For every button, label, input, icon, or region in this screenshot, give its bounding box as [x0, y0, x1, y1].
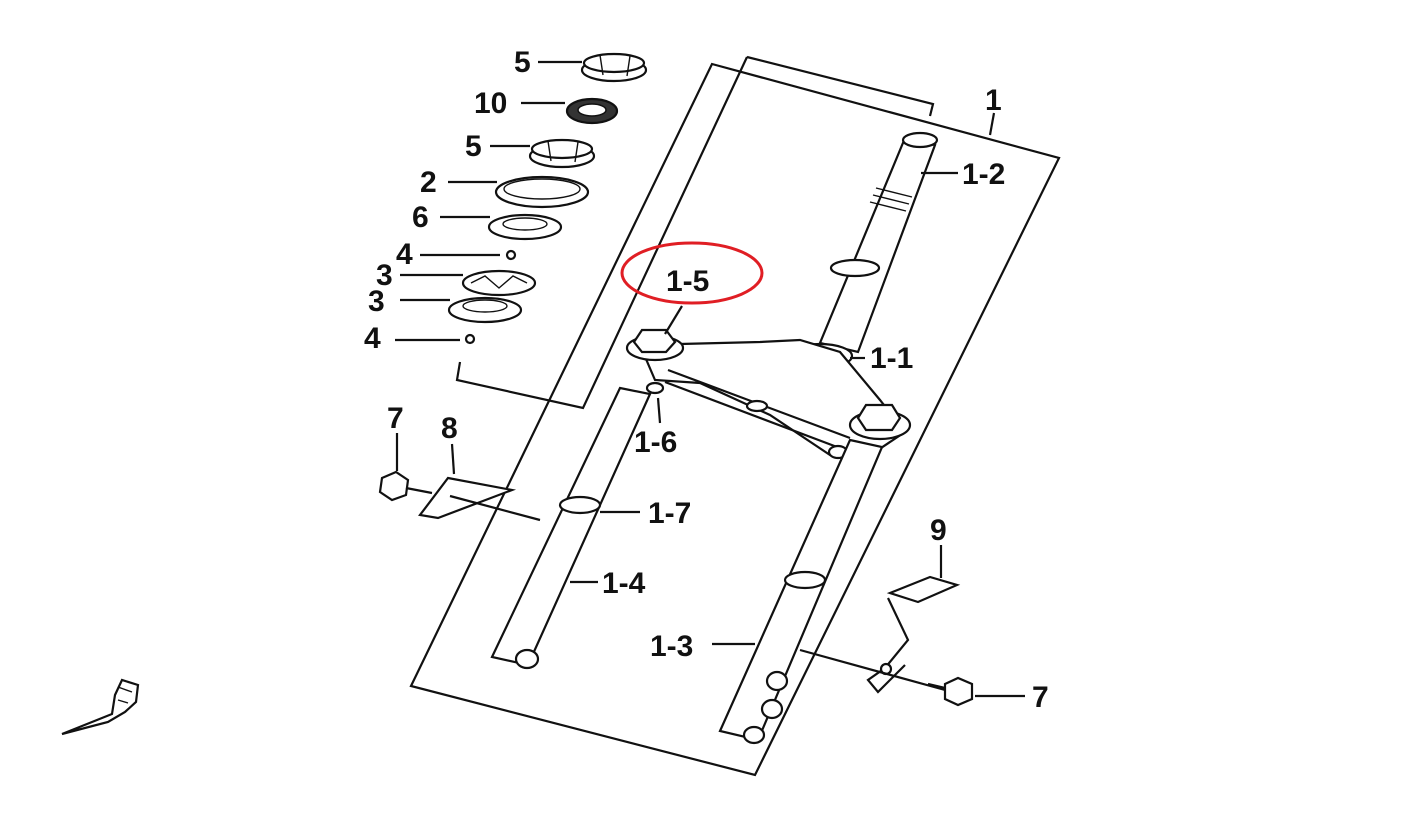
reflector-9 [886, 575, 961, 604]
bolt-7-left [378, 470, 433, 502]
label-4-bottom: 4 [364, 322, 381, 355]
bracket-right [799, 597, 946, 694]
label-10: 10 [474, 87, 507, 120]
label-7-right: 7 [1032, 681, 1049, 714]
label-8: 8 [441, 412, 458, 445]
fork-leg-left [490, 328, 685, 670]
label-1-3: 1-3 [650, 630, 693, 663]
label-1: 1 [985, 84, 1002, 117]
ball-4-top [505, 249, 517, 261]
label-3-lower: 3 [368, 285, 385, 318]
bearing-kit-outline-left [455, 56, 748, 410]
label-2: 2 [420, 166, 437, 199]
fork-leg-right [718, 403, 912, 745]
race-3-lower [447, 296, 523, 324]
race-3-upper [461, 269, 537, 297]
race-6 [487, 213, 563, 241]
front-direction-arrow-icon [61, 678, 140, 736]
label-6: 6 [412, 201, 429, 234]
label-5-second: 5 [465, 130, 482, 163]
assembly-1-outline [409, 62, 1061, 777]
label-1-5: 1-5 [666, 265, 709, 298]
bracket-8 [418, 476, 541, 522]
label-1-7: 1-7 [648, 497, 691, 530]
cup-2 [494, 175, 590, 209]
steering-stem [786, 131, 939, 370]
bearing-kit-outline [746, 55, 935, 117]
label-4-top: 4 [396, 238, 413, 271]
label-1-1: 1-1 [870, 342, 913, 375]
label-7-left: 7 [387, 402, 404, 435]
leader-lines [395, 60, 1025, 698]
label-1-4: 1-4 [602, 567, 646, 600]
label-3-upper: 3 [376, 259, 393, 292]
fork-crown [638, 338, 907, 464]
label-1-2: 1-2 [962, 158, 1005, 191]
ball-4-bottom [464, 333, 476, 345]
label-9: 9 [930, 514, 947, 547]
bearing-10 [565, 97, 619, 125]
bolt-7-right [927, 676, 974, 707]
label-5-top: 5 [514, 46, 531, 79]
washer-5-second [528, 138, 596, 169]
label-1-6: 1-6 [634, 426, 677, 459]
highlight-circle [620, 241, 764, 305]
washer-5-top [580, 52, 648, 83]
